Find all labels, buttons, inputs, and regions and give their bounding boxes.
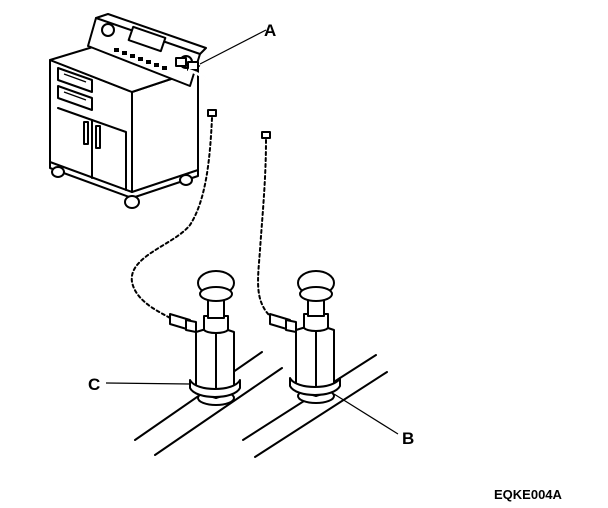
ground-rails — [134, 351, 388, 458]
test-cart — [49, 13, 207, 209]
leader-lines — [105, 29, 399, 435]
figure-code: EQKE004A — [494, 487, 563, 502]
callout-c: C — [88, 375, 100, 394]
callout-a: A — [264, 21, 276, 40]
hose-to-b — [199, 64, 271, 317]
callout-b: B — [402, 429, 414, 448]
jack-c — [169, 270, 241, 406]
hose-to-c — [130, 68, 217, 319]
jack-b — [269, 270, 341, 404]
